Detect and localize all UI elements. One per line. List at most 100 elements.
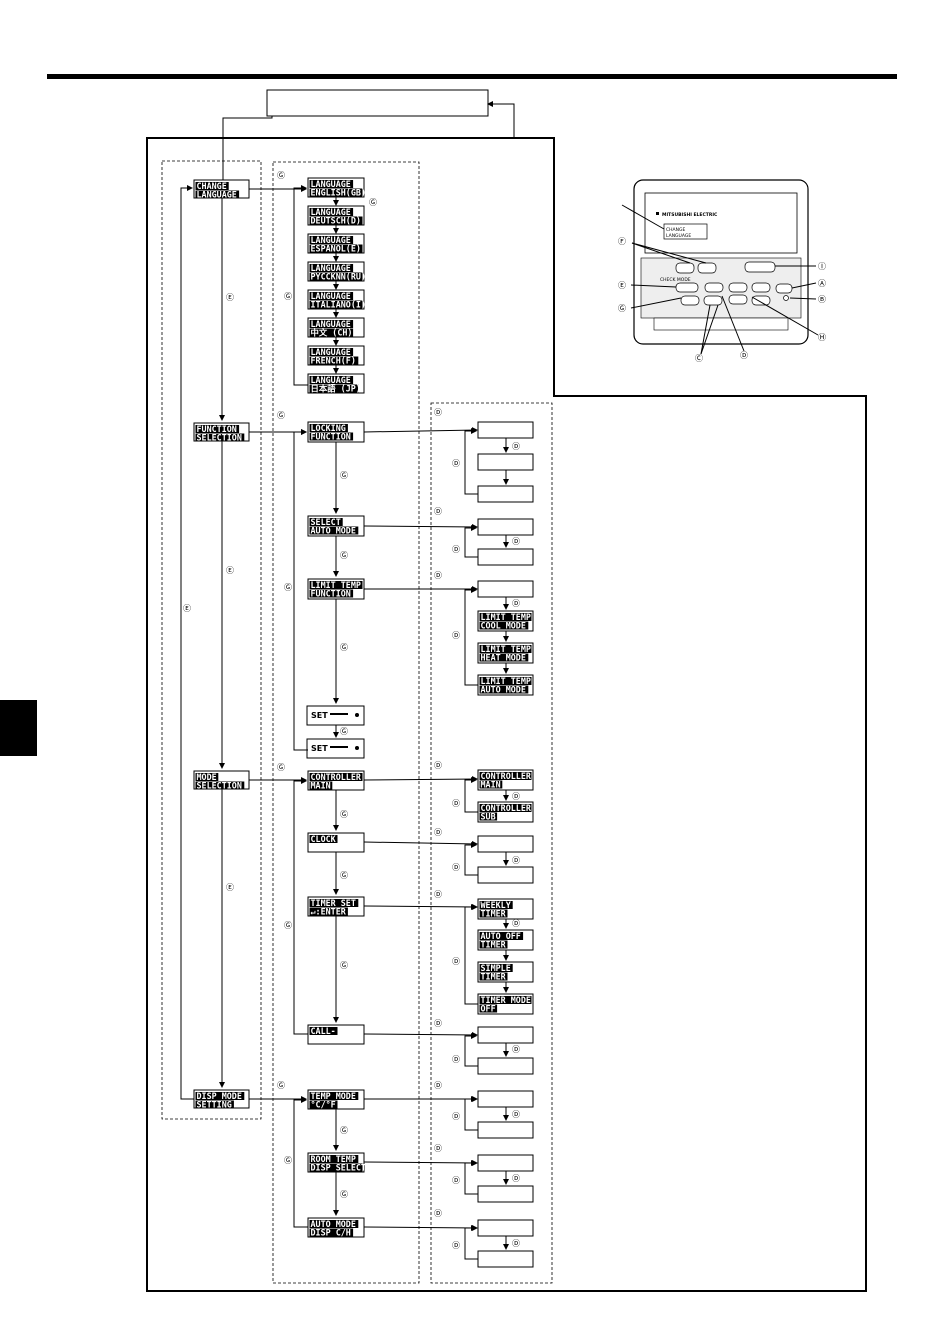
menu-disp-mode-setting-text-2: SETTING <box>197 1099 232 1109</box>
menu-change-language-highlight <box>195 182 229 190</box>
callout-g <box>630 297 682 309</box>
controller-main-option-text-2: MAIN <box>481 779 501 789</box>
limit-cool-mode-text-2: COOL MODE <box>481 620 526 630</box>
mark-d-temp: Ⓓ <box>434 1081 442 1090</box>
menu-change-language-text-1: CHANGE <box>197 181 227 191</box>
limit-auto-mode-text-1: LIMIT TEMP <box>481 676 531 686</box>
language-screen-6-text-2: 中文 (CH) <box>311 327 353 337</box>
remote-mark-a: Ⓐ <box>818 279 826 288</box>
mark-d-disp-loop-1: Ⓓ <box>452 1112 460 1121</box>
set-screen-1: SET <box>306 705 365 726</box>
mark-d-disp-loop-3: Ⓓ <box>452 1241 460 1250</box>
mark-d-timer: Ⓓ <box>434 890 442 899</box>
temp-mode: TEMP MODE°C/°F <box>307 1089 365 1110</box>
remote-mark-d: Ⓓ <box>740 351 748 360</box>
person-icon <box>355 713 359 717</box>
disp-loop-1 <box>464 1096 478 1131</box>
menu-mode-selection-text-2: SELECTION <box>197 780 242 790</box>
language-screen-5-highlight <box>309 292 354 300</box>
mark-d-disp-loop-2: Ⓓ <box>452 1176 460 1185</box>
on-off-button[interactable] <box>744 261 776 273</box>
callout-screen <box>621 204 665 230</box>
call: CALL- <box>307 1024 365 1045</box>
temp-mode-highlight <box>309 1100 338 1109</box>
language-screen-5-text-2: ITALIANO(I) <box>311 299 366 309</box>
locking-function-highlight <box>309 424 348 432</box>
mark-d-disp-2: Ⓓ <box>512 1174 520 1183</box>
room-temp-disp-select-text-2: DISP SELECT <box>311 1162 366 1172</box>
language-screen-8-highlight <box>309 376 354 384</box>
call-highlight <box>309 1027 338 1035</box>
timer-loop <box>464 904 478 1005</box>
remote-mark-g: Ⓖ <box>618 304 626 313</box>
disp-option-1-a <box>477 1090 534 1108</box>
menu-down-button[interactable] <box>680 295 700 306</box>
room-temp-disp-select-text-1: ROOM TEMP <box>311 1154 356 1164</box>
brand-logo-icon <box>656 212 659 215</box>
menu-function-selection-highlight <box>195 433 245 442</box>
mark-d-call-loop: Ⓓ <box>452 1055 460 1064</box>
louver-button[interactable] <box>751 282 771 293</box>
auto-mode-option-1 <box>477 518 534 536</box>
mark-g-m2: Ⓖ <box>340 871 348 880</box>
vane-icon <box>330 713 348 715</box>
timer-option-1-text-2: TIMER <box>481 908 507 918</box>
controller-main-highlight <box>309 781 333 790</box>
locking-function-highlight <box>309 432 354 441</box>
fan-button[interactable] <box>704 282 724 293</box>
disp-option-3-b <box>477 1250 534 1268</box>
top-connector-left <box>222 116 273 180</box>
set-screen-2: SET <box>306 738 365 759</box>
timer-button[interactable] <box>775 283 793 294</box>
temp-down-button[interactable] <box>675 262 695 274</box>
mark-d-auto-loop: Ⓓ <box>452 545 460 554</box>
limit-auto-mode-highlight <box>479 685 529 694</box>
mark-d-lim: Ⓓ <box>434 571 442 580</box>
menu-up-button[interactable] <box>703 295 723 306</box>
reset-button[interactable] <box>783 295 789 301</box>
menu-change-language-text-2: LANGUAGE <box>197 189 237 199</box>
set-button[interactable] <box>728 294 748 305</box>
controller-main-text-2: MAIN <box>311 780 331 790</box>
remote-mark-b: Ⓑ <box>818 295 826 304</box>
clear-button[interactable] <box>751 295 771 306</box>
mark-d-sel: Ⓓ <box>434 507 442 516</box>
language-screen-7-highlight <box>309 356 359 365</box>
callout-d <box>721 295 745 352</box>
limit-temp-function-highlight <box>309 581 363 589</box>
timer-set: TIMER SET↵:ENTER <box>307 896 365 917</box>
auto-mode-disp-text-1: AUTO MODE <box>311 1219 356 1229</box>
controller-main-text-1: CONTROLLER <box>311 772 362 782</box>
mark-d-timer-loop: Ⓓ <box>452 957 460 966</box>
menu-disp-mode-setting-text-1: DISP MODE <box>197 1091 242 1101</box>
timer-option-3-highlight <box>479 964 513 972</box>
person-icon <box>355 746 359 750</box>
clock-option-2 <box>477 866 534 884</box>
remote-mark-f: Ⓕ <box>618 237 626 246</box>
header-rule <box>47 74 897 79</box>
temp-up-button[interactable] <box>697 262 717 274</box>
timer-option-2-text-1: AUTO OFF <box>481 931 521 941</box>
language-screen-1-text-1: LANGUAGE <box>311 179 351 189</box>
menu-disp-mode-setting-highlight <box>195 1092 245 1100</box>
call-option-1 <box>477 1026 534 1044</box>
mode-button[interactable] <box>675 282 699 293</box>
set-screen-frame <box>306 738 365 759</box>
vane-button[interactable] <box>728 282 748 293</box>
call-loop <box>464 1033 478 1067</box>
menu-function-selection-text-2: SELECTION <box>197 432 242 442</box>
check-mode-label: CHECK MODE <box>660 277 691 283</box>
